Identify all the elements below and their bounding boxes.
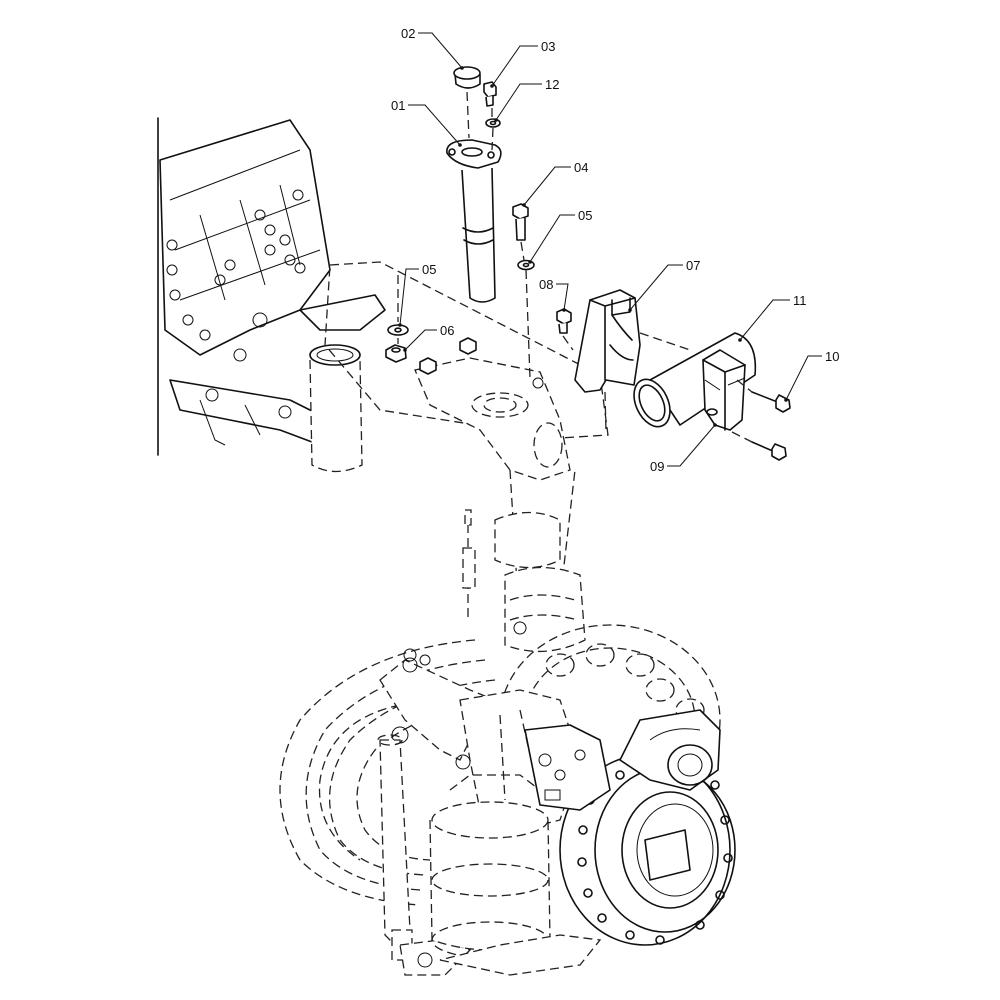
- part-01-tube: [446, 139, 502, 303]
- callout-05-upper: 05: [578, 208, 592, 223]
- callout-02: 02: [401, 26, 415, 41]
- callout-04: 04: [574, 160, 588, 175]
- callout-11: 11: [793, 293, 807, 308]
- callout-10: 10: [825, 349, 839, 364]
- part-03-bolt: [483, 81, 497, 107]
- callout-03: 03: [541, 39, 555, 54]
- part-10-bolts: [751, 391, 791, 461]
- mount-plate-outline: [324, 261, 609, 439]
- part-06-nut: [385, 344, 407, 363]
- callout-12: 12: [545, 77, 559, 92]
- callout-09: 09: [650, 459, 664, 474]
- part-04-bolt: [512, 203, 529, 241]
- callout-07: 07: [686, 258, 700, 273]
- knuckle-arm: [414, 357, 571, 481]
- callout-06: 06: [440, 323, 454, 338]
- part-09-clamp: [702, 349, 746, 431]
- callout-08: 08: [539, 277, 553, 292]
- part-07-bracket: [574, 289, 641, 393]
- callout-labels: 02 03 12 01 04 05 05 06 07 08 11 10 09: [391, 26, 839, 474]
- wheel-hub: [559, 754, 736, 946]
- air-spring: [429, 774, 551, 959]
- assembly-lines: [397, 91, 753, 443]
- part-05-washer-lower: [387, 324, 409, 336]
- callout-01: 01: [391, 98, 405, 113]
- chassis-bolts: [166, 189, 306, 362]
- callout-leaders: [398, 32, 822, 467]
- ghost-cylinder: [309, 359, 363, 473]
- shock-absorber: [379, 739, 411, 946]
- mount-plate-nuts: [419, 337, 477, 375]
- ghost-cylinder-top: [309, 344, 361, 366]
- callout-05-lower: 05: [422, 262, 436, 277]
- part-12-washer: [485, 118, 501, 128]
- chassis-block: [159, 119, 386, 446]
- part-02-cap: [453, 66, 481, 89]
- part-08-bolt: [556, 308, 572, 334]
- ghost-assembly: [157, 117, 736, 976]
